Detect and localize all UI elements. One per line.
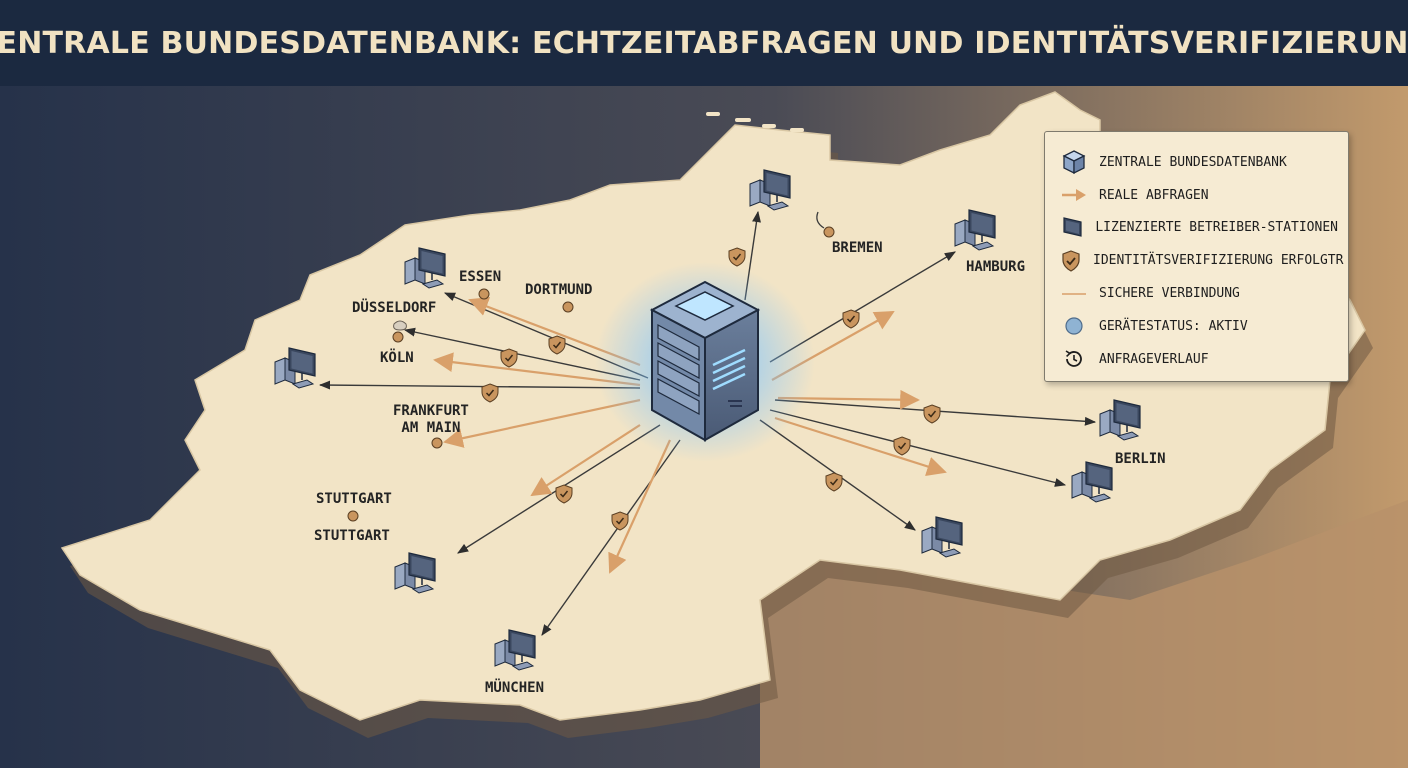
legend-label: IDENTITÄTSVERIFIZIERUNG ERFOLGTR <box>1093 253 1344 269</box>
city-dot <box>478 288 490 300</box>
shield-check-icon <box>1061 248 1081 274</box>
legend-item-stations: LIZENZIERTE BETREIBER-STATIONEN <box>1061 212 1338 245</box>
legend-item-history: ANFRAGEVERLAUF <box>1061 343 1338 376</box>
history-icon <box>1061 346 1087 372</box>
city-dot <box>393 320 407 331</box>
query-arrow <box>530 424 641 497</box>
city-dot <box>347 510 359 522</box>
legend-label: ZENTRALE BUNDESDATENBANK <box>1099 154 1287 170</box>
orange-arrow-icon <box>1061 182 1087 208</box>
city-dot <box>823 226 835 238</box>
city-label-essen: ESSEN <box>459 269 502 285</box>
monitor-icon <box>404 247 446 289</box>
monitor-icon <box>494 629 536 671</box>
legend-label: LIZENZIERTE BETREIBER-STATIONEN <box>1095 220 1338 236</box>
monitor-icon <box>1061 215 1083 241</box>
shield-check-icon <box>893 436 911 456</box>
city-label-muenchen: MÜNCHEN <box>485 680 545 696</box>
city-label-berlin: BERLIN <box>1115 451 1166 467</box>
shield-check-icon <box>555 484 573 504</box>
verification-shields <box>481 247 941 531</box>
shield-check-icon <box>548 335 566 355</box>
monitor-icon <box>274 347 316 389</box>
central-database-server <box>595 262 815 462</box>
map-legend: ZENTRALE BUNDESDATENBANK REALE ABFRAGEN … <box>1044 131 1349 382</box>
city-dots <box>347 211 835 522</box>
legend-item-verification: IDENTITÄTSVERIFIZIERUNG ERFOLGTR <box>1061 244 1343 277</box>
city-label-frankfurt: FRANKFURT AM MAIN <box>393 403 469 436</box>
legend-item-connection: SICHERE VERBINDUNG <box>1061 277 1338 310</box>
monitor-icon <box>394 552 436 594</box>
city-label-bremen: BREMEN <box>832 240 883 256</box>
shield-check-icon <box>481 383 499 403</box>
city-label-hamburg: HAMBURG <box>966 259 1026 275</box>
monitor-icon <box>954 209 996 251</box>
shield-check-icon <box>825 472 843 492</box>
legend-label: GERÄTESTATUS: AKTIV <box>1099 318 1248 334</box>
city-dot <box>562 301 574 313</box>
city-label-koeln: KÖLN <box>380 350 414 366</box>
shield-check-icon <box>728 247 746 267</box>
shield-check-icon <box>923 404 941 424</box>
river-mark <box>816 211 825 229</box>
line-icon <box>1061 281 1087 307</box>
monitor-icon <box>1099 399 1141 441</box>
monitor-icon <box>1071 461 1113 503</box>
database-cube-icon <box>1061 149 1087 175</box>
city-label-stuttgart-upper: STUTTGART <box>316 491 392 507</box>
legend-label: ANFRAGEVERLAUF <box>1099 351 1209 367</box>
city-label-dortmund: DORTMUND <box>525 282 593 298</box>
city-dot <box>392 331 404 343</box>
legend-label: REALE ABFRAGEN <box>1099 187 1209 203</box>
city-label-duesseldorf: DÜSSELDORF <box>352 300 437 316</box>
shield-check-icon <box>611 511 629 531</box>
connection-line <box>541 439 681 636</box>
status-dot-icon <box>1061 313 1087 339</box>
southeast-land <box>760 500 1408 768</box>
legend-item-status: GERÄTESTATUS: AKTIV <box>1061 310 1338 343</box>
page-title: ZENTRALE BUNDESDATENBANK: ECHTZEITABFRAG… <box>0 25 1408 61</box>
shield-check-icon <box>842 309 860 329</box>
shield-check-icon <box>500 348 518 368</box>
header-bar: ZENTRALE BUNDESDATENBANK: ECHTZEITABFRAG… <box>0 0 1408 86</box>
coastal-islands <box>706 112 825 139</box>
connection-line <box>769 409 1067 487</box>
monitor-icon <box>921 516 963 558</box>
legend-item-database: ZENTRALE BUNDESDATENBANK <box>1061 146 1338 179</box>
city-label-stuttgart-lower: STUTTGART <box>314 528 390 544</box>
query-arrow <box>608 439 672 574</box>
city-dot <box>431 437 443 449</box>
legend-item-queries: REALE ABFRAGEN <box>1061 179 1338 212</box>
monitor-icon <box>749 169 791 211</box>
query-arrow <box>774 416 947 477</box>
legend-label: SICHERE VERBINDUNG <box>1099 286 1240 302</box>
connection-line <box>318 380 641 390</box>
operator-stations <box>274 169 1141 671</box>
